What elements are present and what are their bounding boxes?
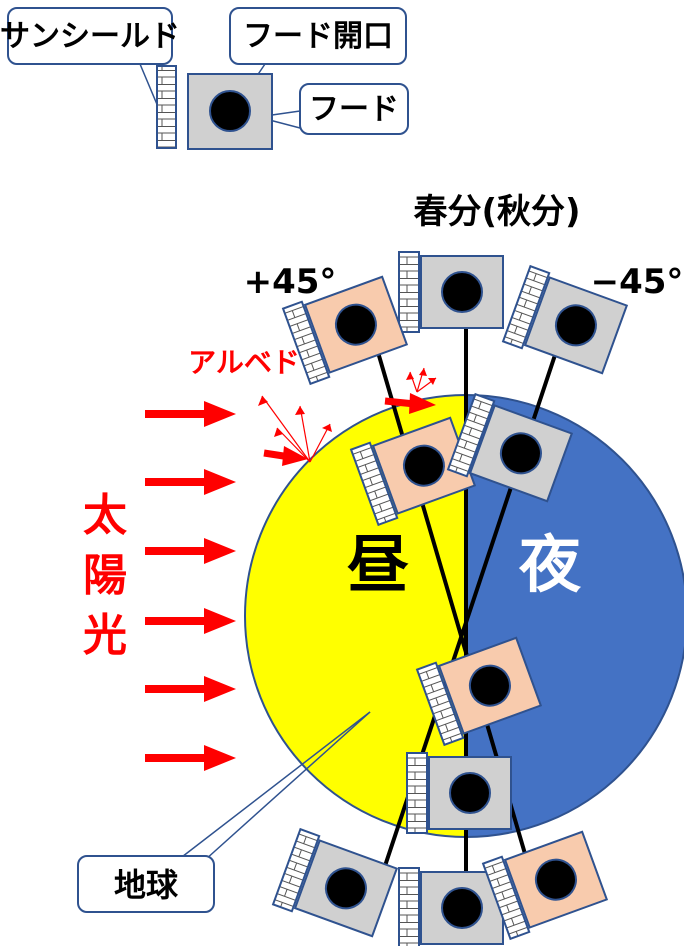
sunlight-arrow xyxy=(145,401,236,427)
sunlight-char: 太 xyxy=(83,490,127,541)
label-sunlight: 太 陽 光 xyxy=(83,490,127,661)
albedo-incoming-arrow xyxy=(384,393,436,414)
sunlight-arrow xyxy=(145,538,236,564)
label-albedo: アルベド xyxy=(188,346,300,379)
sunshield xyxy=(398,251,420,333)
label-earth: 地球 xyxy=(114,866,179,904)
hood-opening xyxy=(449,772,491,814)
label-sunshield: サンシールド xyxy=(0,19,180,54)
sunlight-arrow xyxy=(145,469,236,495)
hood-opening xyxy=(441,271,483,313)
sunlight-arrow xyxy=(145,745,236,771)
hood-opening xyxy=(554,304,597,347)
satellite-unit xyxy=(398,251,504,333)
sunlight-arrow xyxy=(145,608,236,634)
label-minus45: −45° xyxy=(591,262,684,302)
satellite-unit xyxy=(481,830,609,941)
albedo-reflections xyxy=(258,367,437,463)
sunshield xyxy=(406,752,428,834)
legend-sunshield xyxy=(156,65,177,149)
hood-opening xyxy=(334,303,377,346)
legend-hood-opening xyxy=(209,90,251,132)
satellite-unit xyxy=(415,636,543,747)
satellite-unit xyxy=(446,392,574,503)
hood-opening xyxy=(499,432,542,475)
sunshield xyxy=(271,827,321,913)
sunshield xyxy=(501,264,551,350)
satellite-unit xyxy=(398,867,504,946)
sunshield xyxy=(349,441,399,527)
label-hood: フード xyxy=(309,92,399,127)
sunlight-arrow xyxy=(145,676,236,702)
title-equinox: 春分(秋分) xyxy=(413,192,580,232)
satellite-hoods xyxy=(271,251,629,946)
hood-opening xyxy=(324,867,367,910)
sunshield xyxy=(446,392,496,478)
satellite-unit xyxy=(406,752,512,834)
satellite-unit xyxy=(271,827,399,938)
hood-opening xyxy=(402,444,445,487)
label-hood-opening: フード開口 xyxy=(243,19,393,54)
satellite-unit xyxy=(349,416,477,527)
sunlight-char: 陽 xyxy=(83,550,127,601)
sunshield xyxy=(281,300,331,386)
hood-opening xyxy=(534,858,577,901)
sunlight-char: 光 xyxy=(83,610,127,661)
satellite-unit xyxy=(281,275,409,386)
sunlight-arrows xyxy=(145,393,436,771)
sunshield xyxy=(415,661,465,747)
earth-night-side xyxy=(465,393,684,839)
satellite-unit xyxy=(501,264,629,375)
label-night: 夜 xyxy=(518,528,582,601)
sunshield xyxy=(481,855,531,941)
hood-opening xyxy=(468,664,511,707)
earth-callout: 地球 xyxy=(77,711,371,913)
label-plus45: +45° xyxy=(244,262,337,302)
albedo-incoming-arrow xyxy=(263,446,308,466)
hood-opening xyxy=(441,887,483,929)
legend: サンシールド フード開口 フード xyxy=(0,7,409,150)
label-day: 昼 xyxy=(347,528,409,601)
sunshield xyxy=(398,867,420,946)
